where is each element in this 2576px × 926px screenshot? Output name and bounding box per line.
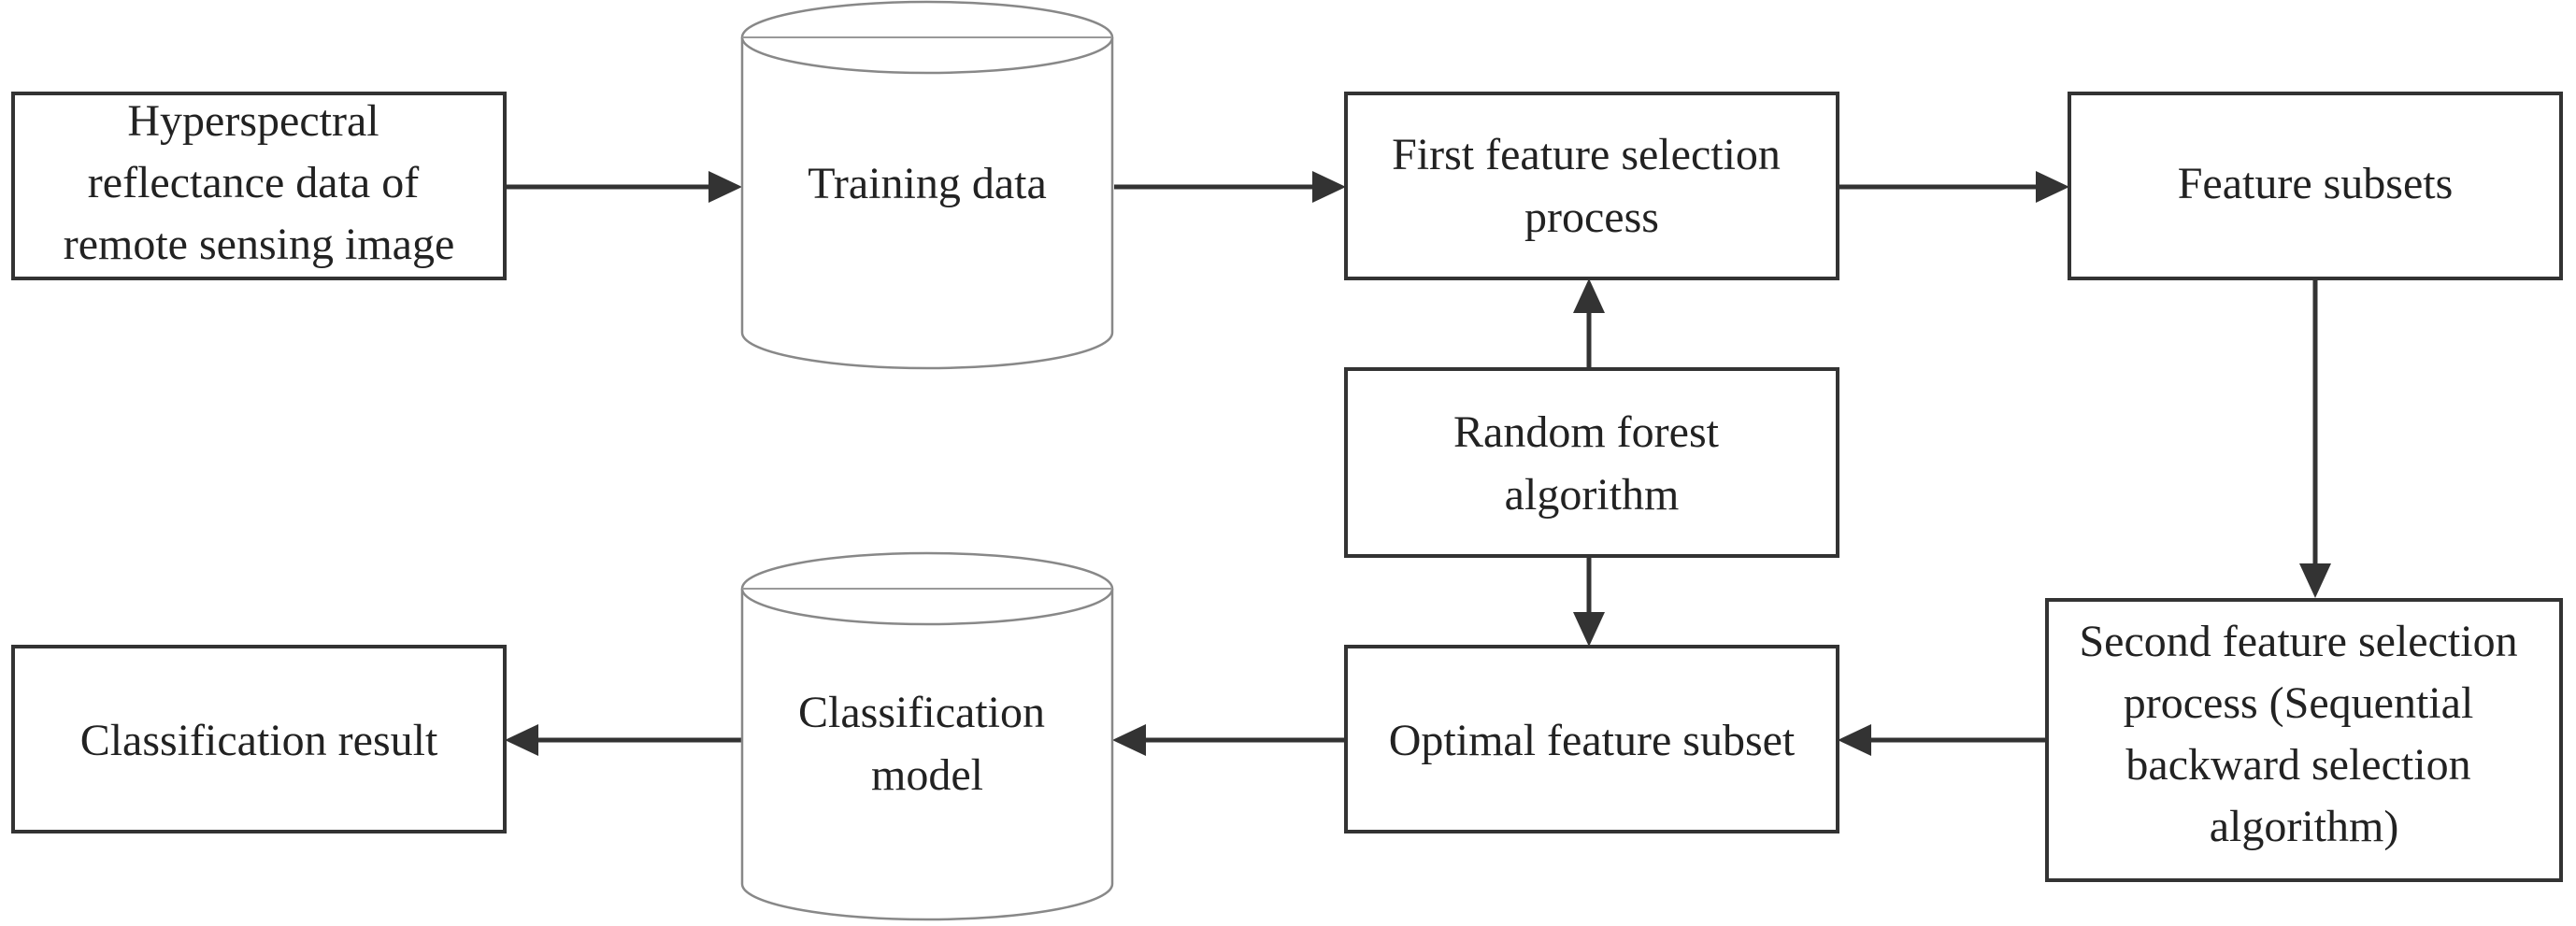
node-second-feature-selection-label: Second feature selection process (Sequen… [2079, 617, 2528, 851]
edge-random-forest-to-first-selection [1573, 278, 1605, 369]
edge-first-selection-to-feature-subsets [1838, 171, 2069, 203]
node-classification-result-label: Classification result [80, 716, 438, 765]
node-random-forest-label: Random forest algorithm [1453, 407, 1730, 520]
edges [505, 171, 2331, 756]
node-second-feature-selection: Second feature selection process (Sequen… [2045, 598, 2563, 882]
node-first-feature-selection: First feature selection process [1344, 92, 1839, 280]
node-classification-model: Classification model [740, 551, 1114, 921]
node-random-forest: Random forest algorithm [1344, 367, 1839, 558]
edge-optimal-subset-to-classification-model [1112, 724, 1346, 756]
node-classification-model-label: Classification model [798, 688, 1056, 800]
node-training-data-label: Training data [808, 159, 1047, 208]
edge-hyperspectral-to-training [505, 171, 742, 203]
edge-feature-subsets-to-second-selection [2299, 278, 2331, 598]
node-classification-result: Classification result [11, 645, 507, 833]
node-first-feature-selection-label: First feature selection process [1392, 130, 1792, 242]
node-hyperspectral-data: Hyperspectral reflectance data of remote… [11, 92, 507, 280]
node-optimal-feature-subset-label: Optimal feature subset [1389, 716, 1796, 765]
node-optimal-feature-subset: Optimal feature subset [1344, 645, 1839, 833]
node-feature-subsets: Feature subsets [2068, 92, 2563, 280]
node-hyperspectral-data-label: Hyperspectral reflectance data of remote… [64, 96, 455, 269]
edge-classification-model-to-result [505, 724, 742, 756]
edge-second-selection-to-optimal-subset [1838, 724, 2047, 756]
node-feature-subsets-label: Feature subsets [2178, 159, 2454, 208]
node-training-data: Training data [740, 0, 1114, 370]
edge-training-to-first-selection [1114, 171, 1346, 203]
edge-random-forest-to-optimal-subset [1573, 556, 1605, 647]
